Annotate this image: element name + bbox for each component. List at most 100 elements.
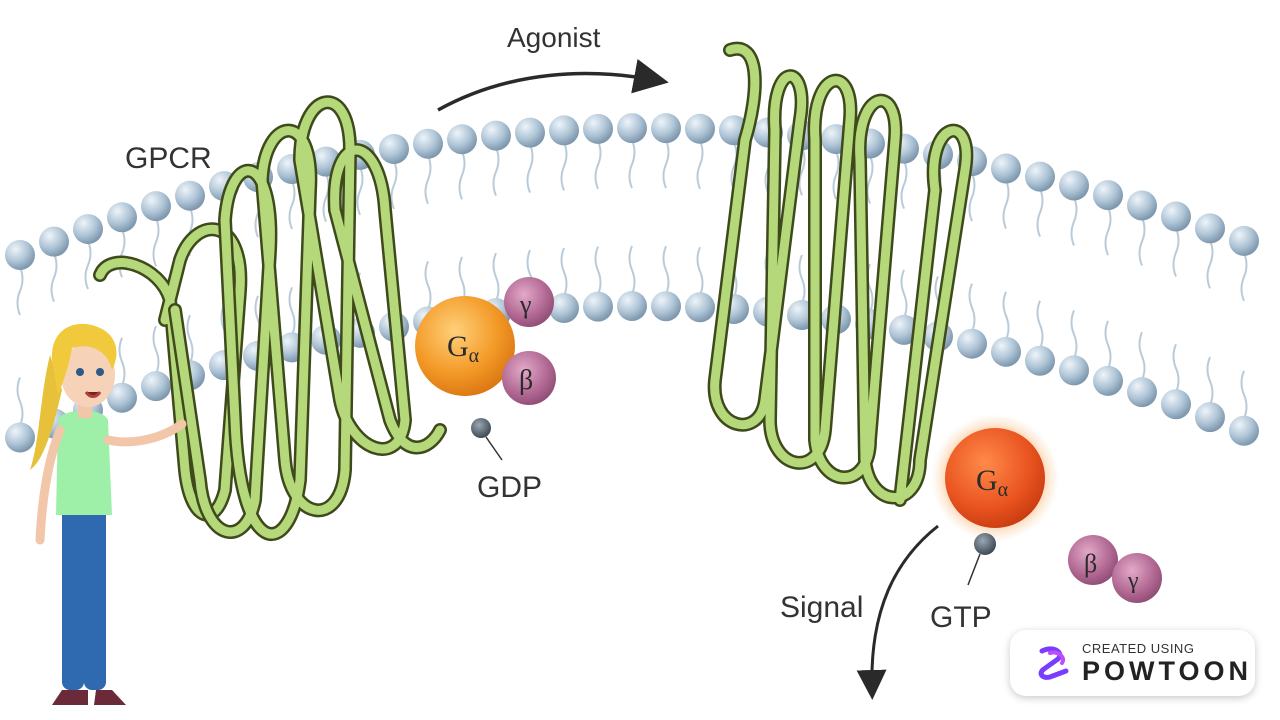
lipid-head [1161, 389, 1191, 420]
lipid-tail [1036, 188, 1044, 238]
lipid-head [107, 382, 137, 413]
lipid-tail [1240, 370, 1248, 420]
lipid-tail [798, 254, 806, 304]
powtoon-watermark[interactable]: CREATED USING POWTOON [1010, 630, 1255, 696]
lipid-head [481, 120, 511, 151]
lipid-head [1093, 365, 1123, 396]
gdp-label: GDP [477, 471, 542, 504]
lipid-head [515, 117, 545, 148]
lipid-tail [526, 144, 534, 193]
powtoon-logo-icon [1038, 646, 1069, 680]
lipid-head [1025, 345, 1055, 376]
lipid-head [1195, 213, 1225, 244]
agonist-arrow [437, 58, 669, 112]
gtp-label: GTP [930, 601, 992, 634]
lipid-head [1195, 402, 1225, 433]
lipid-head [39, 226, 69, 257]
lipid-tail [424, 155, 432, 205]
lipid-head [991, 336, 1021, 367]
g-protein-inactive [415, 277, 556, 461]
lipid-head [175, 180, 205, 211]
lipid-head [379, 133, 409, 164]
lipid-tail [492, 252, 500, 302]
lipid-tail [356, 166, 364, 216]
lipid-head [5, 422, 35, 453]
created-using-text: CREATED USING [1082, 640, 1195, 656]
lipid-tail [390, 160, 398, 210]
lipid-tail [1206, 239, 1214, 289]
lipid-tail [696, 246, 704, 296]
lipid-tail [1070, 310, 1078, 359]
lipid-tail [1002, 291, 1010, 341]
lipid-tail [1138, 217, 1146, 266]
lipid-tail [152, 325, 160, 375]
lipid-tail [288, 180, 296, 230]
lipid-head [1059, 355, 1089, 386]
signal-arrow [856, 524, 939, 700]
lipid-tail [696, 140, 704, 190]
gtp-molecule [974, 533, 996, 555]
g-protein-active [931, 414, 1059, 586]
gamma-label: γ [519, 290, 532, 319]
lipid-tail [628, 245, 636, 295]
lipid-tail [900, 160, 908, 210]
lipid-tail [1240, 252, 1248, 302]
lipid-tail [594, 140, 602, 190]
beta-gamma-released [1068, 535, 1162, 603]
lipid-tail [84, 240, 92, 290]
presenter-character [30, 323, 187, 705]
lipid-head [5, 240, 35, 271]
lipid-tail [1002, 180, 1010, 229]
lipid-tail [458, 150, 466, 200]
lipid-head [141, 191, 171, 222]
lipid-head [1161, 201, 1191, 232]
g-alpha-active-label: Gα [976, 464, 1009, 501]
lipid-tail [730, 141, 738, 191]
beta-released-label: β [1084, 549, 1097, 578]
lipid-tail [560, 247, 568, 297]
lipid-head [549, 115, 579, 146]
lipid-tail [628, 139, 636, 189]
lipid-tail [118, 228, 126, 278]
lipid-head [583, 113, 613, 144]
lipid-tail [594, 246, 602, 295]
g-alpha-inactive-label: Gα [447, 330, 480, 367]
g-alpha-active [945, 428, 1045, 528]
gamma-released-label: γ [1127, 568, 1139, 594]
lipid-tail [186, 314, 194, 364]
lipid-tail [662, 139, 670, 189]
lipid-tail [492, 147, 500, 196]
gpcr-label: GPCR [125, 142, 212, 175]
lipid-tail [832, 150, 840, 200]
lipid-head [685, 292, 715, 323]
lipid-tail [968, 283, 976, 333]
lipid-tail [866, 155, 874, 204]
lipid-head [549, 292, 579, 323]
lipid-head [1059, 170, 1089, 201]
lipid-tail [1172, 228, 1180, 277]
lipid-tail [118, 337, 126, 387]
lipid-head [1127, 377, 1157, 408]
lipid-head [107, 202, 137, 233]
lipid-tail [16, 266, 24, 316]
lipid-tail [662, 245, 670, 295]
lipid-head [651, 291, 681, 322]
lipid-tail [1070, 197, 1078, 246]
lipid-tail [900, 269, 908, 319]
lipid-tail [1036, 300, 1044, 350]
lipid-tail [1172, 343, 1180, 393]
lipid-tail [1138, 331, 1146, 381]
lipid-tail [560, 141, 568, 191]
gamma-subunit-released [1112, 553, 1162, 603]
g-alpha-inactive [415, 296, 515, 396]
lipid-head [1127, 190, 1157, 221]
lipid-head [583, 291, 613, 322]
lipid-tail [152, 217, 160, 267]
beta-label: β [519, 365, 533, 396]
lipid-head [1093, 180, 1123, 211]
lipid-tail [50, 253, 58, 303]
lipid-head [685, 113, 715, 144]
lipid-tail [424, 260, 432, 310]
lipid-tail [16, 377, 24, 426]
